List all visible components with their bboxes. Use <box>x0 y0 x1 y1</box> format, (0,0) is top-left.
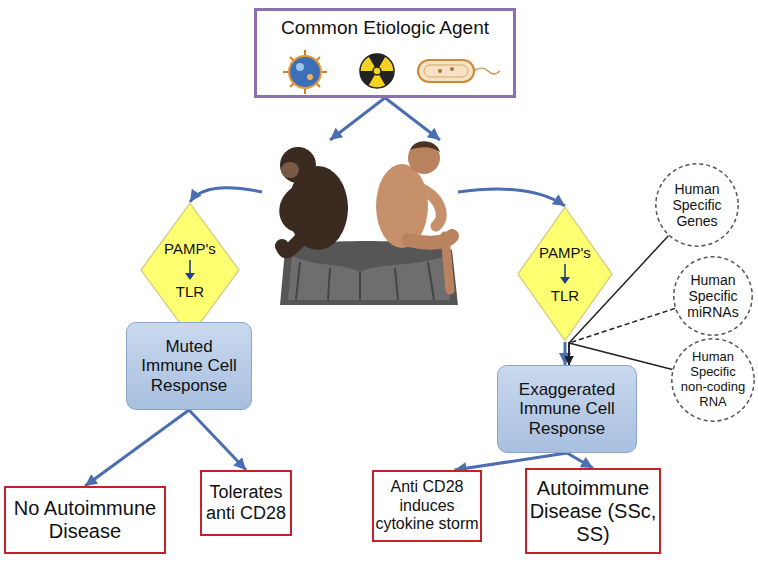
node-text: Muted Immune Cell Response <box>133 337 245 396</box>
node-text: TLR <box>176 283 204 300</box>
outcome-box: Tolerates anti CD28 <box>200 470 292 536</box>
chimp-and-man-illustration <box>280 141 458 305</box>
response-box: Muted Immune Cell Response <box>126 322 252 410</box>
decision-diamond: PAMP'sTLR <box>140 202 240 338</box>
text-group: Autoimmune Disease (SSc, SS) <box>529 477 657 546</box>
outcome-box: Anti CD28 induces cytokine storm <box>372 470 482 542</box>
outcome-box: Autoimmune Disease (SSc, SS) <box>525 468 661 554</box>
node-text: Human Specific Genes <box>666 181 728 229</box>
bacterium-icon <box>418 60 500 82</box>
text-group: Exaggerated Immune Cell Response <box>504 380 630 439</box>
text-group: Tolerates anti CD28 <box>204 482 288 523</box>
node-text: PAMP's <box>164 240 216 257</box>
factor-circle: Human Specific non-coding RNA <box>671 338 755 422</box>
node-text: Human Specific miRNAs <box>682 272 744 320</box>
outcome-box: No Autoimmune Disease <box>4 486 166 554</box>
inner-arrow <box>184 259 196 281</box>
text-group: No Autoimmune Disease <box>8 497 162 543</box>
text-group: Human Specific Genes <box>666 181 728 229</box>
inner-arrow <box>559 263 571 285</box>
node-text: TLR <box>551 287 579 304</box>
factor-circle: Human Specific Genes <box>655 163 739 247</box>
node-text: Common Etiologic Agent <box>281 17 489 39</box>
factor-circle: Human Specific miRNAs <box>673 256 753 336</box>
radiation-icon <box>358 54 396 88</box>
text-group: Anti CD28 induces cytokine storm <box>375 478 479 533</box>
text-group: Muted Immune Cell Response <box>133 337 245 396</box>
decision-diamond: PAMP'sTLR <box>517 206 613 342</box>
text-group: Human Specific non-coding RNA <box>679 350 747 410</box>
flow-arrow <box>190 98 385 202</box>
node-text: Human Specific non-coding RNA <box>679 350 747 410</box>
text-group: Common Etiologic Agent <box>262 17 508 39</box>
text-group: PAMP'sTLR <box>533 244 597 305</box>
node-text: No Autoimmune Disease <box>8 497 162 543</box>
flow-arrow <box>385 98 565 206</box>
node-text: PAMP's <box>539 244 591 261</box>
node-text: Autoimmune Disease (SSc, SS) <box>529 477 657 546</box>
flow-arrow <box>564 342 567 365</box>
response-box: Exaggerated Immune Cell Response <box>497 365 637 453</box>
flow-arrow <box>189 410 246 470</box>
virus-icon <box>283 50 327 94</box>
node-text: Anti CD28 induces cytokine storm <box>375 478 479 533</box>
flow-arrow <box>85 410 189 486</box>
node-text: Tolerates anti CD28 <box>204 482 288 523</box>
text-group: PAMP'sTLR <box>158 240 222 301</box>
node-text: Exaggerated Immune Cell Response <box>504 380 630 439</box>
text-group: Human Specific miRNAs <box>682 272 744 320</box>
agent-box: Common Etiologic Agent <box>254 8 516 98</box>
flow-arrow <box>567 453 593 468</box>
